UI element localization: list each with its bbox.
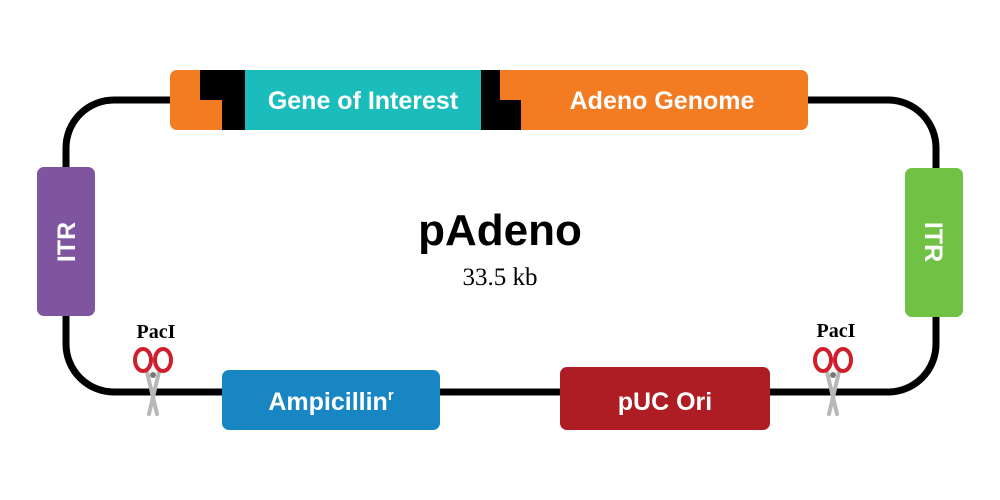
- gene-of-interest-label: Gene of Interest: [268, 87, 459, 115]
- ampicillin-block: [222, 370, 440, 430]
- itr-left-block: [37, 167, 95, 316]
- ampicillin-resistance-superscript: r: [388, 387, 394, 404]
- ampicillin-label: Ampicillinr: [268, 387, 393, 416]
- puc-ori-block: [560, 367, 770, 430]
- adeno-genome-block: [495, 70, 808, 130]
- junction-marker-left: [200, 70, 245, 130]
- plasmid-name: pAdeno: [418, 206, 582, 255]
- ampicillin-name: Ampicillin: [268, 388, 387, 416]
- puc-ori-label: pUC Ori: [618, 388, 712, 416]
- scissors-icon-right: [813, 347, 853, 416]
- scissors-icon-left: [133, 347, 173, 416]
- pacI-left-label: PacI: [137, 321, 176, 343]
- itr-left-label: ITR: [53, 222, 81, 262]
- gene-of-interest-block: [243, 70, 483, 130]
- plasmid-size: 33.5 kb: [463, 264, 538, 291]
- pacI-right-label: PacI: [817, 320, 856, 342]
- itr-right-label: ITR: [919, 222, 947, 262]
- adeno-genome-label: Adeno Genome: [570, 87, 755, 115]
- itr-right-block: [905, 168, 963, 317]
- junction-marker-right: [481, 70, 521, 130]
